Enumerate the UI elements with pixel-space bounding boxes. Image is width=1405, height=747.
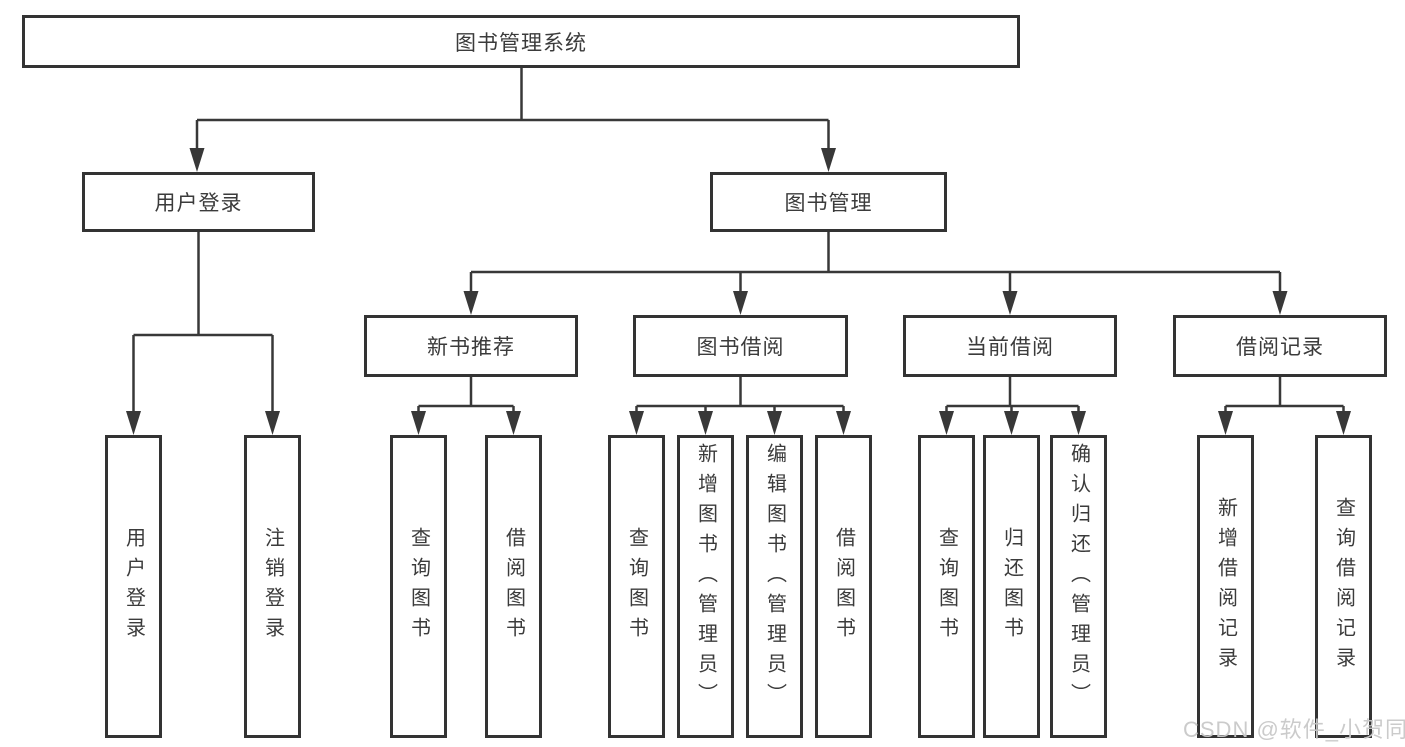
leaf-borrow-books: 借阅图书 — [815, 435, 872, 738]
leaf-return-books: 归还图书 — [983, 435, 1040, 738]
leaf-query-books-recommend: 查询图书 — [390, 435, 447, 738]
node-new-book-recommend: 新书推荐 — [364, 315, 578, 377]
leaf-add-borrow-record: 新增借阅记录 — [1197, 435, 1254, 738]
node-borrow-records: 借阅记录 — [1173, 315, 1387, 377]
leaf-confirm-return-admin: 确认归还（管理员） — [1050, 435, 1107, 738]
node-user-login: 用户登录 — [82, 172, 315, 232]
leaf-query-books-current: 查询图书 — [918, 435, 975, 738]
node-current-borrowing: 当前借阅 — [903, 315, 1117, 377]
arrowheads — [126, 148, 1351, 435]
node-book-borrowing: 图书借阅 — [633, 315, 848, 377]
node-root-library-system: 图书管理系统 — [22, 15, 1020, 68]
leaf-edit-books-admin: 编辑图书（管理员） — [746, 435, 803, 738]
csdn-watermark: CSDN @软件_小贺同学 — [1183, 717, 1405, 742]
leaf-query-books-borrowing: 查询图书 — [608, 435, 665, 738]
leaf-borrow-books-recommend: 借阅图书 — [485, 435, 542, 738]
leaf-user-login: 用户登录 — [105, 435, 162, 738]
leaf-query-borrow-record: 查询借阅记录 — [1315, 435, 1372, 738]
leaf-logout: 注销登录 — [244, 435, 301, 738]
node-book-management: 图书管理 — [710, 172, 947, 232]
leaf-add-books-admin: 新增图书（管理员） — [677, 435, 734, 738]
